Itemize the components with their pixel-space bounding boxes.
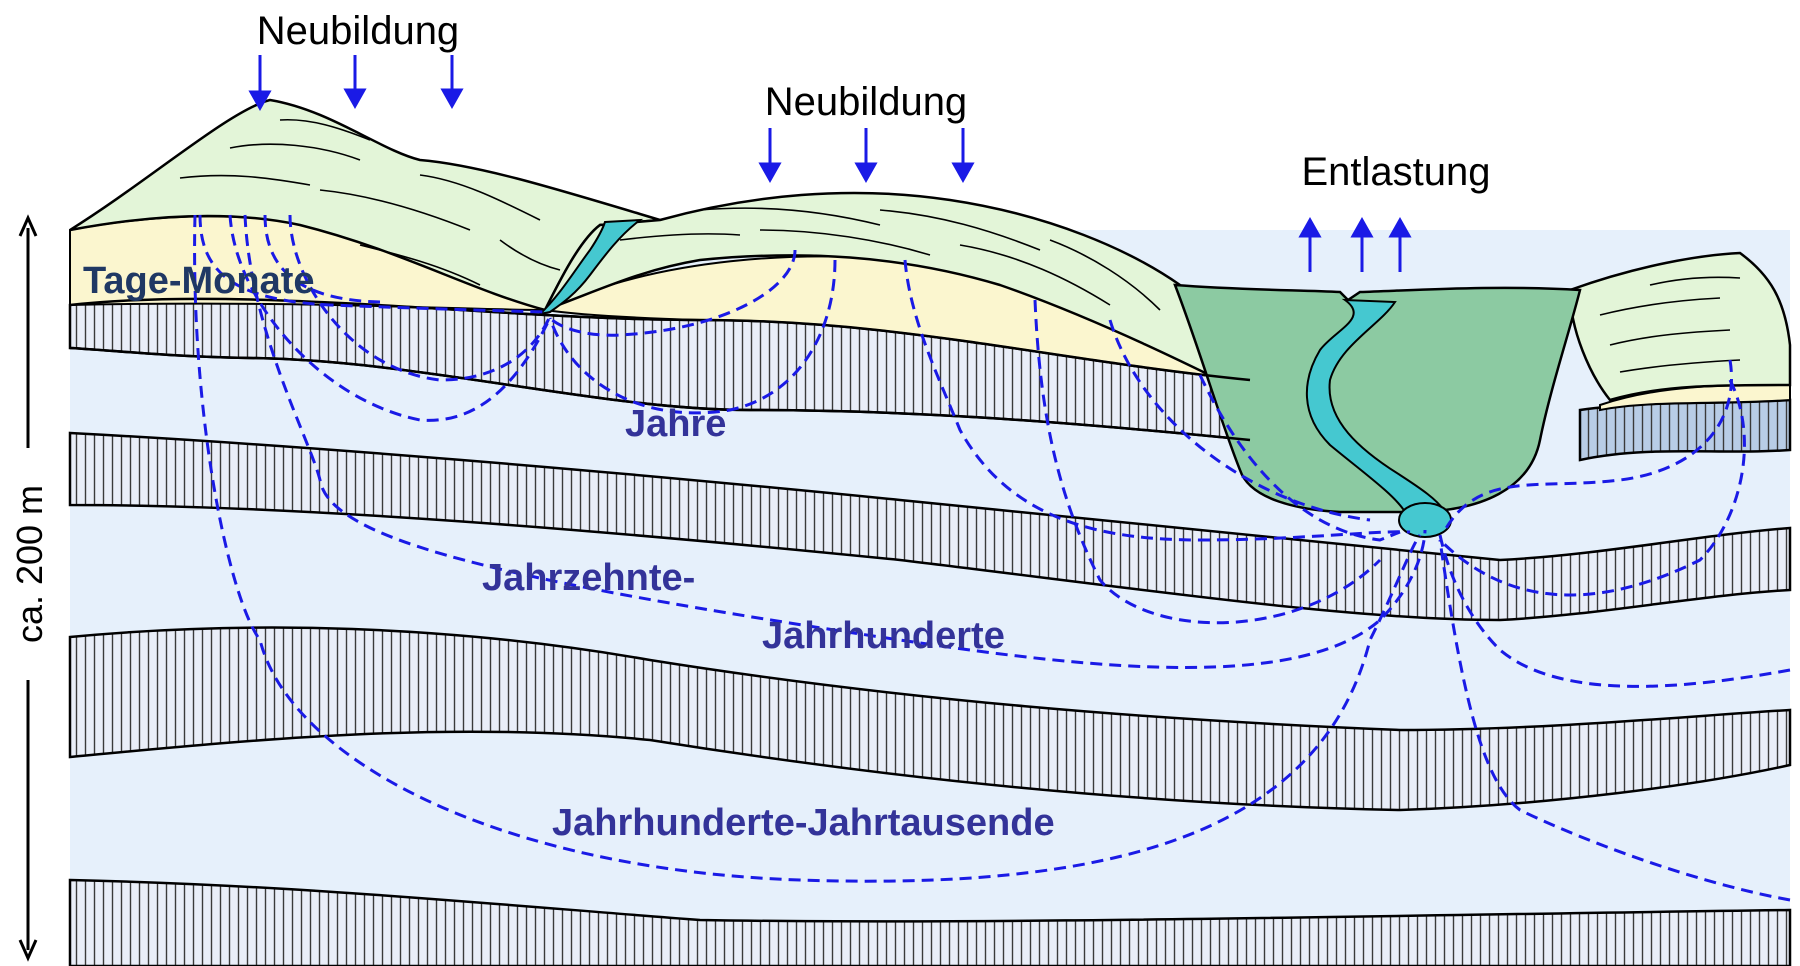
recharge-label-left: Neubildung	[257, 9, 459, 53]
zone-label-decades-line1: Jahrzehnte-	[482, 557, 695, 599]
depth-scale-label: ca. 200 m	[9, 485, 50, 643]
zone-label-millennia: Jahrhunderte-Jahrtausende	[552, 802, 1055, 844]
arrow-up-icon	[1301, 220, 1319, 236]
zone-label-years: Jahre	[625, 403, 726, 445]
recharge-arrows-left	[251, 55, 461, 108]
arrow-down-icon	[761, 164, 779, 180]
zone-label-days-months: Tage-Monate	[83, 260, 315, 302]
arrow-down-icon	[857, 164, 875, 180]
discharge-label: Entlastung	[1301, 150, 1490, 194]
zone-label-decades-line2: Jahrhunderte	[762, 615, 1005, 657]
arrow-down-icon	[443, 90, 461, 106]
arrow-down-icon	[954, 164, 972, 180]
arrow-down-icon	[346, 90, 364, 106]
arrow-up-icon	[1391, 220, 1409, 236]
recharge-arrows-middle	[761, 128, 972, 180]
recharge-label-middle: Neubildung	[765, 80, 967, 124]
arrow-up-icon	[1353, 220, 1371, 236]
